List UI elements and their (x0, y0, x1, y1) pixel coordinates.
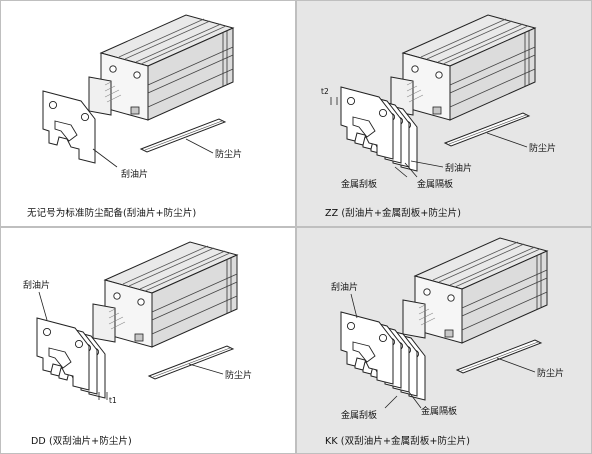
label-dust-strip: 防尘片 (537, 369, 565, 379)
label-oil-scraper: 刮油片 (121, 170, 149, 180)
label-oil-scraper: 刮油片 (331, 283, 359, 293)
panel-standard: 防尘片 刮油片 无记号为标准防尘配备(刮油片+防尘片) (0, 0, 296, 227)
label-t2: t2 (321, 87, 329, 96)
kk-seal-diagram (340, 237, 548, 409)
panel-caption: DD (双刮油片+防尘片) (31, 436, 132, 447)
zz-seal-diagram (330, 14, 536, 178)
panel-caption: KK (双刮油片+金属刮板+防尘片) (325, 436, 471, 447)
label-dust-strip: 防尘片 (529, 144, 557, 154)
panel-caption: ZZ (刮油片+金属刮板+防尘片) (325, 208, 462, 219)
label-oil-scraper: 刮油片 (23, 281, 51, 291)
standard-seal-diagram (42, 14, 234, 168)
panel-caption: 无记号为标准防尘配备(刮油片+防尘片) (27, 208, 197, 219)
label-metal-scraper: 金属刮板 (341, 411, 378, 421)
label-dust-strip: 防尘片 (225, 371, 253, 381)
label-dust-strip: 防尘片 (215, 150, 243, 160)
panel-zz: t2 刮油片 防尘片 金属刮板 金属隔板 ZZ (刮油片+金属刮板+防尘片) (296, 0, 592, 227)
label-t1: t1 (109, 396, 117, 405)
label-oil-scraper: 刮油片 (445, 164, 473, 174)
dd-seal-diagram (36, 241, 238, 400)
label-metal-spacer: 金属隔板 (421, 407, 458, 417)
panel-dd: 刮油片 t1 防尘片 DD (双刮油片+防尘片) (0, 227, 296, 454)
label-metal-scraper: 金属刮板 (341, 180, 378, 190)
label-metal-spacer: 金属隔板 (417, 180, 454, 190)
panel-kk: 刮油片 防尘片 金属刮板 金属隔板 KK (双刮油片+金属刮板+防尘片) (296, 227, 592, 454)
